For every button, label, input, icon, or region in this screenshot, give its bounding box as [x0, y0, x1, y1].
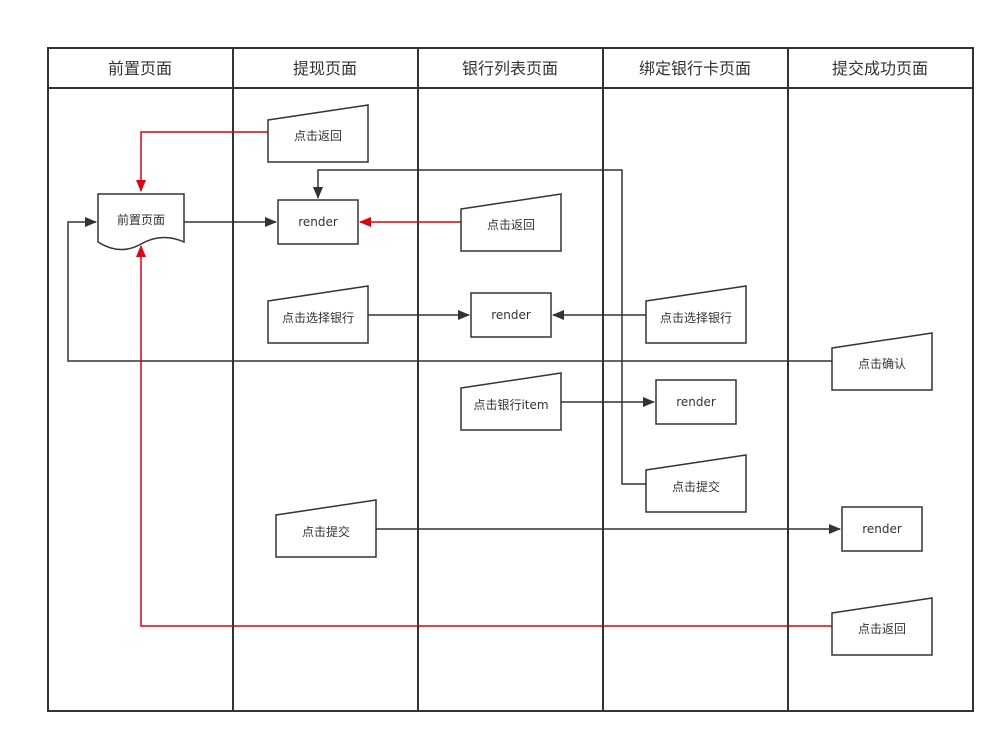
- swimlane-frame: [47, 47, 974, 712]
- node-pre-document-label: 前置页面: [117, 212, 165, 227]
- node-bindcard-select-bank-label: 点击选择银行: [660, 311, 732, 325]
- edge-success-back-to-pre: [136, 245, 832, 627]
- node-withdraw-render-label: render: [298, 215, 338, 229]
- node-withdraw-render: render: [277, 199, 359, 245]
- node-bindcard-render: render: [655, 379, 737, 425]
- edge-withdraw-back-to-pre: [136, 131, 268, 192]
- node-pre-document: 前置页面: [97, 193, 185, 251]
- node-banklist-item-label: 点击银行item: [473, 398, 548, 412]
- node-bindcard-submit-label: 点击提交: [672, 479, 720, 494]
- node-banklist-render-label: render: [491, 308, 531, 322]
- lane-title-success: 提交成功页面: [832, 59, 928, 78]
- lane-title-pre: 前置页面: [108, 59, 172, 78]
- node-withdraw-back: 点击返回: [267, 104, 369, 163]
- node-withdraw-select-bank: 点击选择银行: [267, 285, 369, 344]
- node-bindcard-render-label: render: [676, 395, 716, 409]
- edge-success-confirm-to-pre: [67, 217, 832, 362]
- node-banklist-back: 点击返回: [460, 193, 562, 252]
- node-success-back-label: 点击返回: [858, 622, 906, 636]
- node-withdraw-back-label: 点击返回: [294, 129, 342, 143]
- node-success-confirm: 点击确认: [831, 332, 933, 391]
- node-withdraw-submit: 点击提交: [275, 499, 377, 558]
- node-success-confirm-label: 点击确认: [858, 357, 906, 371]
- lane-title-bindcard: 绑定银行卡页面: [639, 59, 751, 78]
- node-banklist-item: 点击银行item: [460, 372, 562, 431]
- node-withdraw-select-bank-label: 点击选择银行: [282, 311, 354, 325]
- node-banklist-back-label: 点击返回: [487, 218, 535, 232]
- edge-bindcard-submit-to-withdraw-render: [313, 169, 646, 485]
- node-success-render: render: [841, 506, 923, 552]
- node-banklist-render: render: [470, 292, 552, 338]
- node-success-back: 点击返回: [831, 597, 933, 656]
- node-success-render-label: render: [862, 522, 902, 536]
- lane-title-withdraw: 提现页面: [293, 59, 357, 78]
- node-bindcard-select-bank: 点击选择银行: [645, 285, 747, 344]
- lane-title-banklist: 银行列表页面: [462, 59, 558, 78]
- node-withdraw-submit-label: 点击提交: [302, 524, 350, 539]
- node-bindcard-submit: 点击提交: [645, 454, 747, 513]
